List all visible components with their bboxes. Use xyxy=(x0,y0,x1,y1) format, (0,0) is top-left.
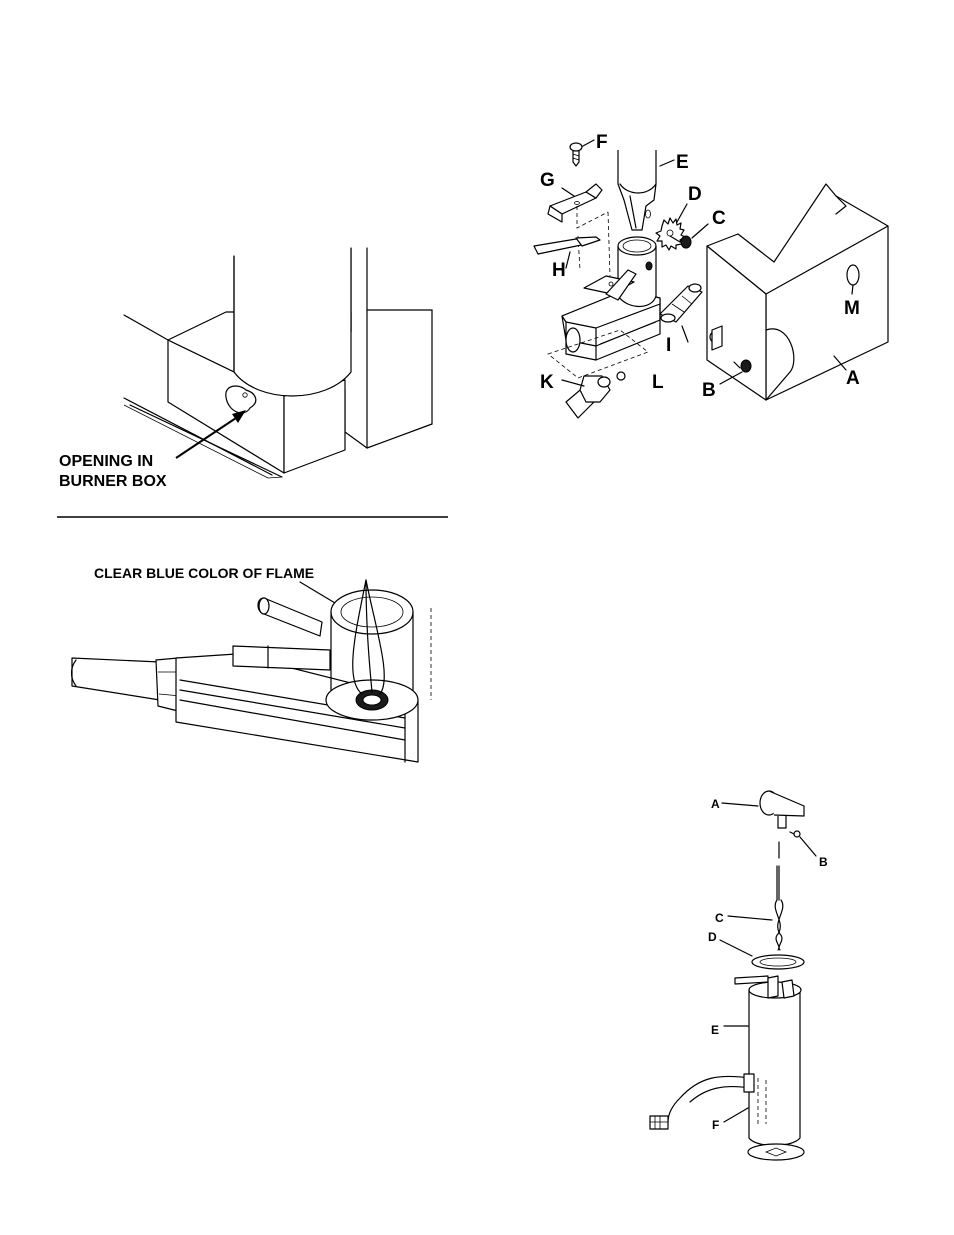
part-k-fitting: K L xyxy=(540,372,664,418)
label-d: D xyxy=(688,184,702,205)
anode-part-a: A xyxy=(711,791,804,828)
opening-caption-line2: BURNER BOX xyxy=(59,473,167,490)
label-a: A xyxy=(846,368,860,389)
anode-label-e: E xyxy=(711,1023,719,1037)
burner-box-figure: OPENING IN BURNER BOX xyxy=(59,248,432,490)
flame-figure: CLEAR BLUE COLOR OF FLAME xyxy=(72,565,432,762)
anode-base-plate xyxy=(748,1144,804,1160)
part-a-housing: M A xyxy=(707,184,888,400)
part-i-pilot: I xyxy=(660,284,702,356)
label-k: K xyxy=(540,372,554,393)
anode-part-c: C xyxy=(715,842,783,950)
label-b: B xyxy=(702,380,716,401)
anode-label-c: C xyxy=(715,911,724,925)
label-m: M xyxy=(844,298,860,319)
anode-label-a: A xyxy=(711,797,720,811)
anode-part-b: B xyxy=(790,831,828,869)
label-g: G xyxy=(540,170,555,191)
anode-part-f: F xyxy=(650,1074,754,1132)
part-burner-manifold xyxy=(548,237,660,378)
label-h: H xyxy=(552,260,566,281)
part-f-screw: F xyxy=(570,132,608,166)
opening-caption-line1: OPENING IN xyxy=(59,453,153,470)
anode-label-d: D xyxy=(708,930,717,944)
part-e-tube: E xyxy=(618,150,689,230)
label-l: L xyxy=(652,372,664,393)
part-d-washer: D xyxy=(656,184,702,250)
anode-figure: A B C D xyxy=(650,791,828,1160)
flame-caption: CLEAR BLUE COLOR OF FLAME xyxy=(94,565,314,581)
label-c: C xyxy=(712,208,726,229)
anode-label-b: B xyxy=(819,855,828,869)
label-e: E xyxy=(676,152,689,173)
part-h-electrode: H xyxy=(534,237,600,281)
anode-part-d: D xyxy=(708,930,804,969)
label-f: F xyxy=(596,132,608,153)
label-i: I xyxy=(666,335,671,356)
anode-label-f: F xyxy=(712,1118,719,1132)
part-g-bracket: G xyxy=(540,170,602,222)
anode-part-e: E xyxy=(711,976,801,1146)
exploded-burner-figure: F E D C xyxy=(534,132,888,418)
